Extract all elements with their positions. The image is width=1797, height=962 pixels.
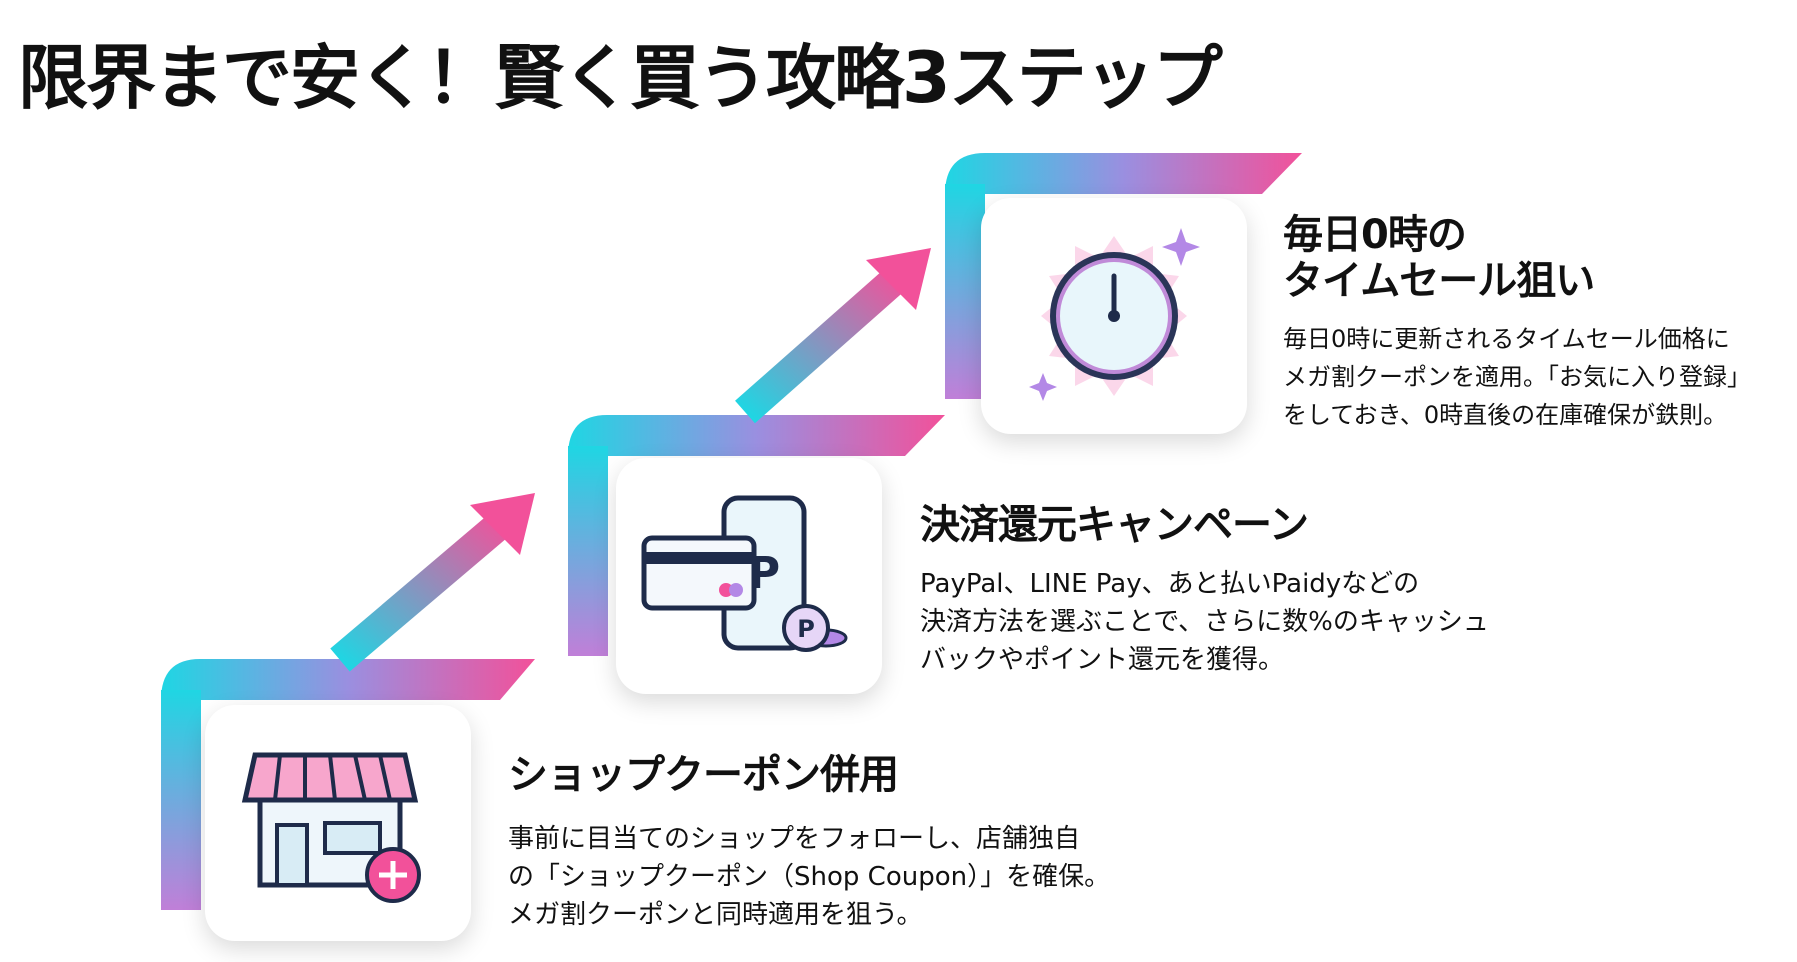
step-3-heading-line: 毎日0時の <box>1283 212 1467 258</box>
page-title: 限界まで安く！賢く買う攻略3ステップ <box>18 37 1223 119</box>
arrow-icon-2 <box>735 248 931 424</box>
step-3-card <box>981 198 1247 434</box>
body-line: PayPal、LINE Pay、あと払いPaidyなどの <box>920 569 1420 599</box>
step-1-body: 事前に目当てのショップをフォローし、店舗独自 の「ショップクーポン（Shop C… <box>508 820 1110 934</box>
step-band-3 <box>945 153 1302 399</box>
payment-card-phone-icon: P P <box>641 495 848 652</box>
step-3-body: 毎日0時に更新されるタイムセール価格に メガ割クーポンを適用。「お気に入り登録」… <box>1283 320 1751 434</box>
store-plus-icon <box>241 752 421 903</box>
body-line: の「ショップクーポン（Shop Coupon）」を確保。 <box>508 862 1111 892</box>
step-1-heading: ショップクーポン併用 <box>508 752 899 798</box>
clock-icon <box>1029 228 1200 401</box>
body-line: メガ割クーポンと同時適用を狙う。 <box>508 900 923 930</box>
step-band-1 <box>161 659 535 910</box>
step-1-card <box>205 705 471 941</box>
body-line: バックやポイント還元を獲得。 <box>920 645 1285 675</box>
step-3-heading: 毎日0時の タイムセール狙い <box>1283 212 1595 304</box>
body-line: をしておき、0時直後の在庫確保が鉄則。 <box>1283 401 1728 429</box>
step-2-body: PayPal、LINE Pay、あと払いPaidyなどの 決済方法を選ぶことで、… <box>920 565 1489 679</box>
step-2-heading: 決済還元キャンペーン <box>920 502 1309 548</box>
body-line: 事前に目当てのショップをフォローし、店舗独自 <box>508 824 1081 854</box>
svg-text:P: P <box>797 615 815 643</box>
step-3-heading-line: タイムセール狙い <box>1283 258 1595 304</box>
body-line: メガ割クーポンを適用。「お気に入り登録」 <box>1283 363 1751 391</box>
body-line: 毎日0時に更新されるタイムセール価格に <box>1283 325 1730 353</box>
step-2-card: P P <box>616 458 882 694</box>
step-band-2 <box>568 415 945 656</box>
body-line: 決済方法を選ぶことで、さらに数%のキャッシュ <box>920 607 1489 637</box>
arrow-icon-1 <box>330 493 535 672</box>
